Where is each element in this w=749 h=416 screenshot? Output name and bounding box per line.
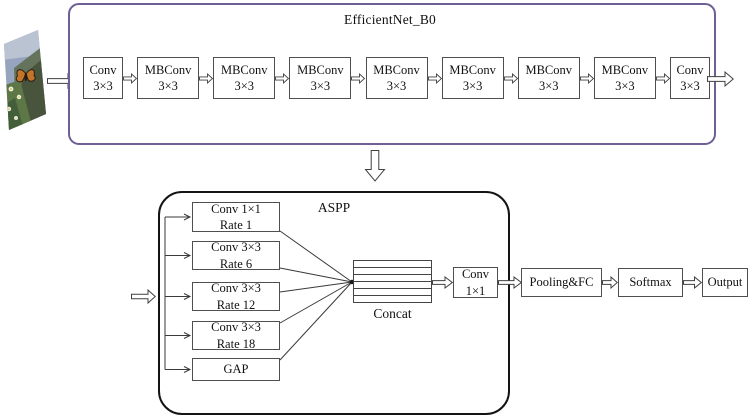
efficientnet-block-row: Conv 3×3 MBConv 3×3 MBConv 3×3 MBConv 3×… (83, 57, 710, 99)
pooling-fc-box: Pooling&FC (521, 268, 602, 297)
flow-arrow-icon (123, 72, 138, 84)
block-mbconv-7: MBConv 3×3 (593, 57, 656, 99)
flow-arrow-icon (503, 72, 518, 84)
block-mbconv-6: MBConv 3×3 (517, 57, 580, 99)
concat-label: Concat (373, 306, 412, 321)
aspp-branch-lines (164, 213, 192, 373)
backbone-output-arrow-icon (707, 71, 734, 87)
branch-conv3x3-rate6: Conv 3×3 Rate 6 (192, 240, 280, 271)
aspp-conv1x1-box: Conv 1×1 (453, 267, 498, 298)
softmax-box: Softmax (618, 268, 683, 297)
branch-conv3x3-rate18: Conv 3×3 Rate 18 (192, 320, 280, 351)
flow-arrow-icon (427, 72, 442, 84)
flow-arrow-icon (683, 276, 702, 289)
input-butterfly-photo (4, 30, 46, 130)
branch-conv3x3-rate12: Conv 3×3 Rate 12 (192, 281, 280, 312)
flow-arrow-icon (199, 72, 214, 84)
branch-conv1x1-rate1: Conv 1×1 Rate 1 (192, 202, 280, 232)
concat-stack (353, 260, 432, 303)
flow-arrow-icon (351, 72, 366, 84)
block-conv-stem: Conv 3×3 (83, 57, 123, 99)
down-arrow-icon (364, 150, 386, 182)
flow-arrow-icon (602, 276, 618, 289)
aspp-output-arrow-icon (498, 276, 522, 289)
flow-arrow-icon (275, 72, 290, 84)
efficientnet-title: EfficientNet_B0 (344, 12, 436, 27)
block-mbconv-2: MBConv 3×3 (213, 57, 276, 99)
aspp-title: ASPP (317, 200, 351, 215)
block-mbconv-4: MBConv 3×3 (365, 57, 428, 99)
concat-to-conv-arrow-icon (432, 276, 453, 289)
branch-gap: GAP (192, 358, 280, 381)
block-conv-head: Conv 3×3 (670, 57, 710, 99)
block-mbconv-3: MBConv 3×3 (289, 57, 352, 99)
block-mbconv-1: MBConv 3×3 (137, 57, 200, 99)
block-mbconv-5: MBConv 3×3 (441, 57, 504, 99)
flow-arrow-icon (655, 72, 670, 84)
output-box: Output (702, 268, 748, 297)
aspp-input-arrow-icon (131, 289, 156, 304)
flow-arrow-icon (579, 72, 594, 84)
concat-fan-lines (279, 230, 355, 361)
